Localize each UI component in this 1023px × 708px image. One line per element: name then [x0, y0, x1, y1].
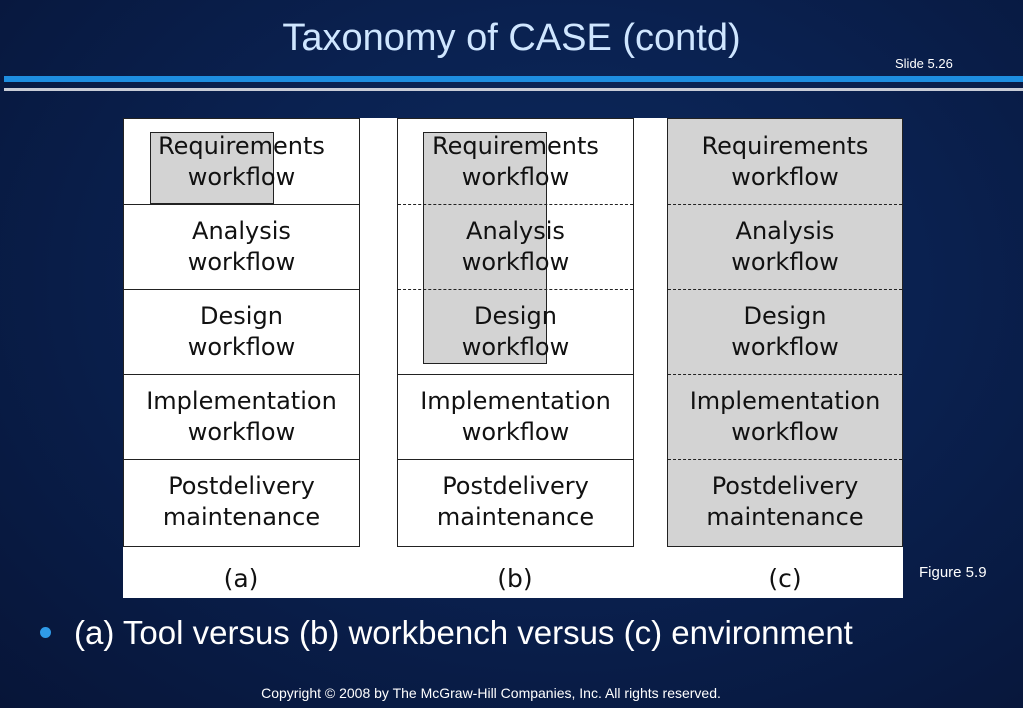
- row-design: Design workflow: [398, 289, 633, 374]
- copyright-footer: Copyright © 2008 by The McGraw-Hill Comp…: [261, 685, 721, 701]
- caption-a: (a): [223, 564, 259, 593]
- row-postdelivery: Postdelivery maintenance: [668, 459, 902, 544]
- caption-b: (b): [497, 564, 533, 593]
- slide-number: Slide 5.26: [895, 56, 953, 71]
- column-environment: Requirements workflow Analysis workflow …: [667, 118, 903, 547]
- row-requirements: Requirements workflow: [432, 131, 599, 191]
- row-analysis: Analysis workflow: [398, 204, 633, 289]
- slide-title: Taxonomy of CASE (contd): [282, 17, 741, 59]
- row-requirements: Requirements workflow: [701, 131, 869, 191]
- caption-c: (c): [768, 564, 802, 593]
- column-workbench: Requirements workflow Analysis workflow …: [397, 118, 634, 547]
- case-taxonomy-figure: Requirements workflow Analysis workflow …: [123, 118, 903, 598]
- title-rule-blue: [4, 76, 1023, 82]
- row-design: Design workflow: [124, 289, 359, 374]
- row-analysis: Analysis workflow: [124, 204, 359, 289]
- workbench-coverage-box: [423, 132, 547, 364]
- row-implementation: Implementation workflow: [668, 374, 902, 459]
- row-requirements: Requirements workflow: [158, 131, 325, 191]
- bullet-icon: [40, 627, 51, 638]
- column-tool: Requirements workflow Analysis workflow …: [123, 118, 360, 547]
- row-analysis: Analysis workflow: [668, 204, 902, 289]
- row-implementation: Implementation workflow: [398, 374, 633, 459]
- title-rule-gray: [4, 88, 1023, 91]
- figure-label: Figure 5.9: [919, 564, 987, 581]
- tool-coverage-box: [150, 132, 274, 204]
- row-design: Design workflow: [668, 289, 902, 374]
- bullet-text: (a) Tool versus (b) workbench versus (c)…: [74, 614, 853, 651]
- row-postdelivery: Postdelivery maintenance: [124, 459, 359, 544]
- row-postdelivery: Postdelivery maintenance: [398, 459, 633, 544]
- row-implementation: Implementation workflow: [124, 374, 359, 459]
